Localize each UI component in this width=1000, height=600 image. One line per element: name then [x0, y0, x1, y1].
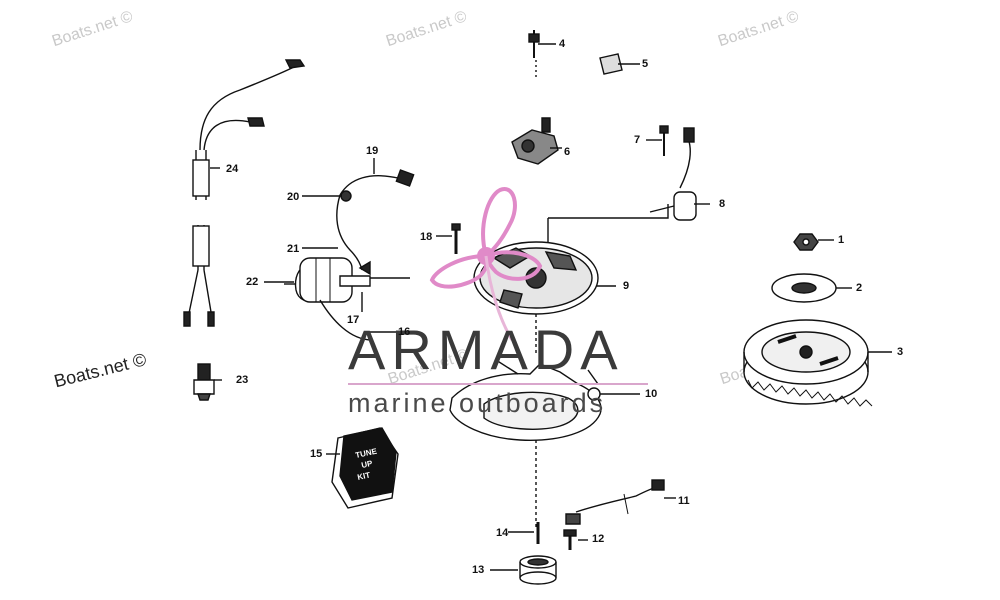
- ignition-coil-part-22: [284, 169, 415, 341]
- callout-14: 14: [496, 527, 509, 539]
- callout-17: 17: [347, 314, 360, 326]
- callout-12: 12: [592, 533, 605, 545]
- callout-9: 9: [623, 280, 630, 292]
- plug-part-23: [193, 363, 215, 401]
- callout-16: 16: [398, 326, 411, 338]
- bushing-part-13: [519, 555, 557, 585]
- callout-22: 22: [246, 276, 259, 288]
- callout-4: 4: [559, 38, 566, 50]
- callout-1: 1: [838, 234, 845, 246]
- condenser-part-8: [548, 127, 697, 221]
- callout-24: 24: [226, 163, 239, 175]
- callout-10: 10: [645, 388, 658, 400]
- callout-5: 5: [642, 58, 649, 70]
- callout-3: 3: [897, 346, 904, 358]
- callout-19: 19: [366, 145, 379, 157]
- wire-part-11: [565, 479, 665, 525]
- armada-logo-tagline: marine outboards: [348, 388, 607, 418]
- callout-7: 7: [634, 134, 641, 146]
- flywheel-part-3: [743, 319, 873, 407]
- callout-20: 20: [287, 191, 300, 203]
- callout-6: 6: [564, 146, 571, 158]
- callout-18: 18: [420, 231, 433, 243]
- clamp-part-6: [511, 117, 559, 165]
- callout-2: 2: [856, 282, 863, 294]
- callout-13: 13: [472, 564, 485, 576]
- kit-label-line2: UP: [361, 459, 374, 470]
- kit-label-line3: KIT: [357, 470, 372, 482]
- callout-15: 15: [310, 448, 323, 460]
- callout-11: 11: [678, 495, 690, 507]
- tune-up-kit-part-15: [331, 427, 399, 509]
- callout-23: 23: [236, 374, 249, 386]
- logo-divider: [348, 383, 648, 385]
- armada-propeller-logo: [429, 187, 543, 341]
- wire-harness-part-24: [183, 59, 306, 327]
- callout-8: 8: [719, 198, 726, 210]
- callout-21: 21: [287, 243, 300, 255]
- stator-plate-part-9: [473, 218, 599, 315]
- armada-logo-name: ARMADA: [348, 318, 624, 381]
